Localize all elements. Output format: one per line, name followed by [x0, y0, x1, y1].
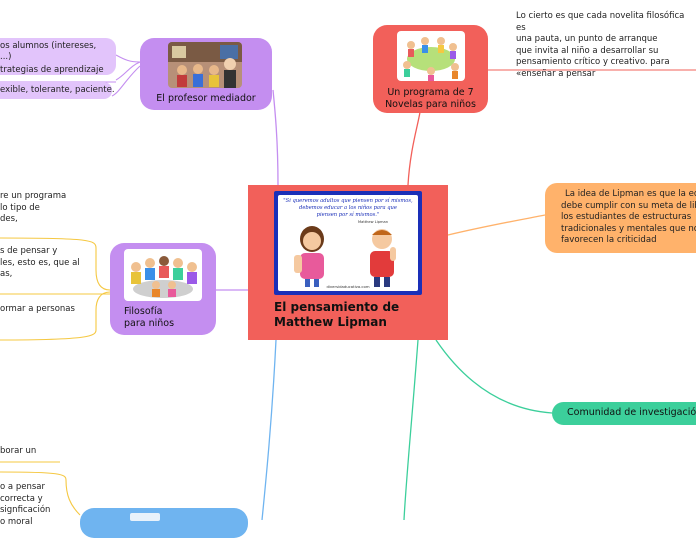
- profesor-subitem-1: os alumnos (intereses,: [0, 41, 97, 51]
- topic-filosofia-ninos[interactable]: Filosofía para niños: [110, 243, 216, 335]
- idea-line-3: los estudiantes de estructuras: [561, 212, 692, 222]
- filosofia-note-2-line-3: as,: [0, 269, 13, 279]
- idea-line-2: debe cumplir con su meta de lib: [561, 200, 696, 211]
- bottom-left-image: [130, 513, 160, 521]
- programa-note-line-2: una pauta, un punto de arranque: [516, 34, 658, 44]
- filosofia-note-1-line-1: re un programa: [0, 191, 67, 201]
- filosofia-note-1-line-2: lo tipo de: [0, 202, 40, 213]
- bottom-note-1-line-1: borar un: [0, 446, 37, 456]
- programa-note-line-4: pensamiento crítico y creativo. para: [516, 57, 670, 67]
- programa-label-line-2: Novelas para niños: [385, 99, 476, 110]
- programa-note[interactable]: Lo cierto es que cada novelita filosófic…: [516, 11, 696, 80]
- classroom-illustration: [168, 42, 242, 88]
- quote-line-2: debemos educar a los niños para que: [299, 205, 397, 211]
- profesor-label: El profesor mediador: [156, 93, 256, 104]
- programa-image: [397, 31, 465, 81]
- topic-comunidad-investigacion[interactable]: Comunidad de investigación: [552, 402, 696, 425]
- programa-note-line-3: que invita al niño a desarrollar su: [516, 45, 659, 56]
- profesor-subitem-4-box[interactable]: [0, 82, 112, 99]
- topic-programa-novelas[interactable]: Un programa de 7 Novelas para niños: [373, 25, 488, 113]
- idea-line-1: La idea de Lipman es que la edu: [565, 189, 696, 199]
- bottom-note-2-line-1: o a pensar: [0, 482, 45, 492]
- filosofia-note-1-line-3: des,: [0, 214, 18, 224]
- girl-illustration: [294, 226, 324, 287]
- topic-profesor-mediador[interactable]: El profesor mediador: [140, 38, 272, 110]
- central-title: El pensamiento de Matthew Lipman: [274, 300, 399, 330]
- central-title-line-2: Matthew Lipman: [274, 315, 387, 329]
- filosofia-label-line-1: Filosofía: [124, 306, 163, 317]
- quote-author: Matthew Lipman: [358, 220, 388, 224]
- filosofia-note-1[interactable]: re un programa lo tipo de des,: [0, 191, 66, 226]
- profesor-subitem-3: trategias de aprendizaje: [0, 65, 104, 75]
- profesor-subitem-4: exible, tolerante, paciente.: [0, 85, 115, 95]
- children-circle-illustration: [403, 37, 459, 81]
- filosofia-label: Filosofía para niños: [124, 306, 174, 330]
- central-image: "Si queremos adultos que piensen por sí …: [274, 191, 422, 295]
- idea-line-5: favorecen la criticidad: [561, 235, 657, 245]
- comunidad-label: Comunidad de investigación: [567, 407, 696, 418]
- filosofia-image: [124, 249, 202, 301]
- filosofia-note-2-line-1: s de pensar y: [0, 246, 58, 256]
- kids-illustration: [131, 256, 197, 298]
- profesor-subitem-group[interactable]: [0, 38, 116, 75]
- quote-line-1: "Si queremos adultos que piensen por sí …: [283, 198, 413, 204]
- profesor-image: [168, 42, 242, 88]
- filosofia-note-3-line-1: ormar a personas: [0, 304, 75, 314]
- topic-idea-lipman[interactable]: La idea de Lipman es que la edu debe cum…: [545, 183, 696, 253]
- programa-note-line-5: «enseñar a pensar: [516, 68, 596, 79]
- idea-text: La idea de Lipman es que la edu debe cum…: [561, 189, 696, 247]
- boy-illustration: [370, 229, 396, 287]
- central-node[interactable]: "Si queremos adultos que piensen por sí …: [248, 185, 448, 340]
- bottom-note-2-line-3: signficación: [0, 505, 51, 515]
- idea-line-4: tradicionales y mentales que no: [561, 223, 696, 234]
- profesor-subitem-2: ...): [0, 52, 12, 62]
- bottom-note-2-line-2: correcta y: [0, 493, 43, 504]
- quote-line-3: piensen por sí mismos.": [316, 212, 380, 218]
- central-title-line-1: El pensamiento de: [274, 300, 400, 314]
- filosofia-note-3[interactable]: ormar a personas: [0, 304, 75, 316]
- bottom-note-1[interactable]: borar un: [0, 446, 36, 458]
- filosofia-note-2[interactable]: s de pensar y les, esto es, que al as,: [0, 246, 80, 281]
- programa-note-line-1: Lo cierto es que cada novelita filosófic…: [516, 11, 685, 33]
- filosofia-note-2-line-2: les, esto es, que al: [0, 257, 80, 268]
- bottom-note-2-line-4: o moral: [0, 516, 33, 527]
- bottom-note-2[interactable]: o a pensar correcta y signficación o mor…: [0, 482, 50, 528]
- topic-bottom-left[interactable]: [80, 508, 248, 538]
- image-footer: diversidaducativa.com: [326, 284, 370, 289]
- programa-label: Un programa de 7 Novelas para niños: [373, 87, 488, 111]
- programa-label-line-1: Un programa de 7: [387, 87, 474, 98]
- filosofia-label-line-2: para niños: [124, 318, 175, 329]
